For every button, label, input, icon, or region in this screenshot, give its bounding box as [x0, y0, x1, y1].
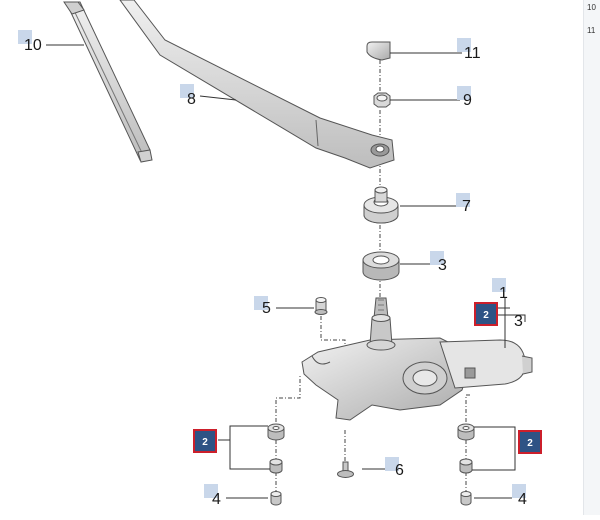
badge-right-label: 2: [527, 438, 533, 449]
callout-9: 9: [463, 92, 472, 109]
wiper-blade: [63, 1, 153, 163]
callout-5: 5: [262, 300, 271, 317]
callout-3-lower: 3: [514, 313, 523, 330]
marker: [430, 251, 444, 265]
callout-labels: 10 8 11 9 7 3 1 3 5 6 4 4: [24, 37, 527, 508]
wiper-motor: [301, 297, 533, 421]
marker: [18, 30, 32, 44]
marker: [457, 86, 471, 100]
marker: [254, 296, 268, 310]
callout-4-left: 4: [212, 491, 221, 508]
bolt: [337, 461, 354, 478]
right-mounts: [457, 423, 475, 506]
callout-markers: [18, 30, 526, 498]
marker: [512, 484, 526, 498]
spacer-ring: [362, 251, 400, 281]
left-mounts: [267, 423, 285, 506]
leader-lines: [46, 44, 526, 499]
wiper-arm: [119, 0, 395, 169]
marker: [492, 278, 506, 292]
badge-left-label: 2: [202, 437, 208, 448]
side-panel: [583, 0, 600, 515]
seal-grommet: [363, 186, 399, 224]
side-item-10[interactable]: 10: [587, 3, 596, 12]
callout-3-upper: 3: [438, 257, 447, 274]
cover-cap: [366, 41, 391, 61]
badge-left-mounts[interactable]: 2: [193, 429, 217, 453]
callout-8: 8: [187, 91, 196, 108]
callout-7: 7: [462, 198, 471, 215]
bushing: [314, 297, 328, 315]
callout-11: 11: [464, 45, 481, 62]
marker: [385, 457, 399, 471]
callout-6: 6: [395, 462, 404, 479]
marker: [456, 193, 470, 207]
marker: [180, 84, 194, 98]
callout-10: 10: [24, 37, 42, 54]
badge-motor-label: 2: [483, 310, 489, 321]
badge-motor[interactable]: 2: [474, 302, 498, 326]
side-item-11[interactable]: 11: [587, 26, 596, 35]
hex-nut: [373, 92, 391, 108]
callout-1: 1: [499, 285, 508, 302]
marker: [457, 38, 471, 52]
badge-right-mounts[interactable]: 2: [518, 430, 542, 454]
marker: [204, 484, 218, 498]
callout-4-right: 4: [518, 491, 527, 508]
